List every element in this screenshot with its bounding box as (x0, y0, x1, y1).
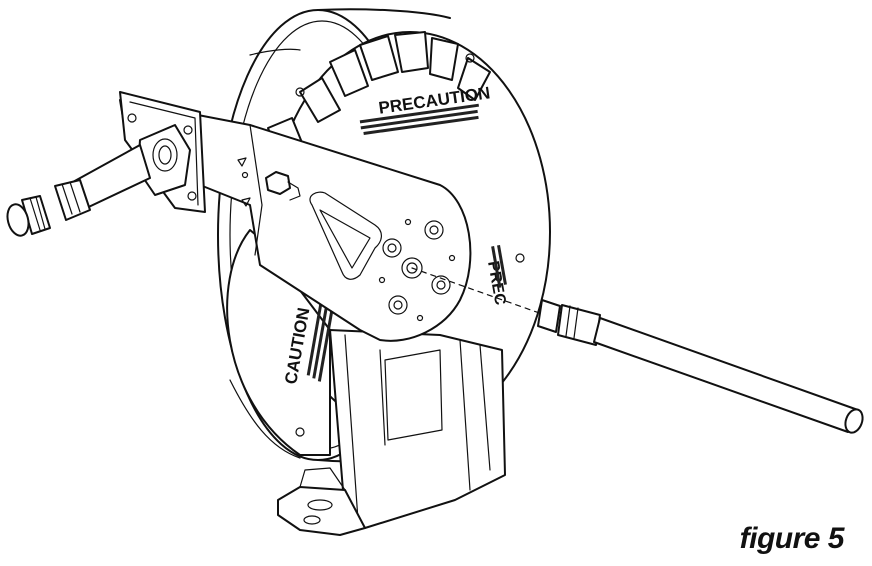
bolt-icon (431, 275, 451, 295)
arrow-marks (237, 157, 251, 207)
precaution-label-side: PREC (484, 245, 509, 307)
drum-left-face (226, 229, 331, 456)
center-axis (411, 267, 546, 316)
arm-plate (119, 99, 472, 342)
bolt-icon (382, 238, 402, 258)
inlet-hose (6, 144, 151, 237)
outlet-hose (537, 299, 864, 434)
base-plate (277, 467, 366, 536)
bolt-icon (388, 295, 408, 315)
figure-caption: figure 5 (739, 522, 845, 555)
swivel-fitting (137, 124, 191, 196)
hex-nut-icon (265, 171, 301, 201)
bolt-icon (424, 220, 444, 240)
reel-stand (329, 329, 506, 529)
